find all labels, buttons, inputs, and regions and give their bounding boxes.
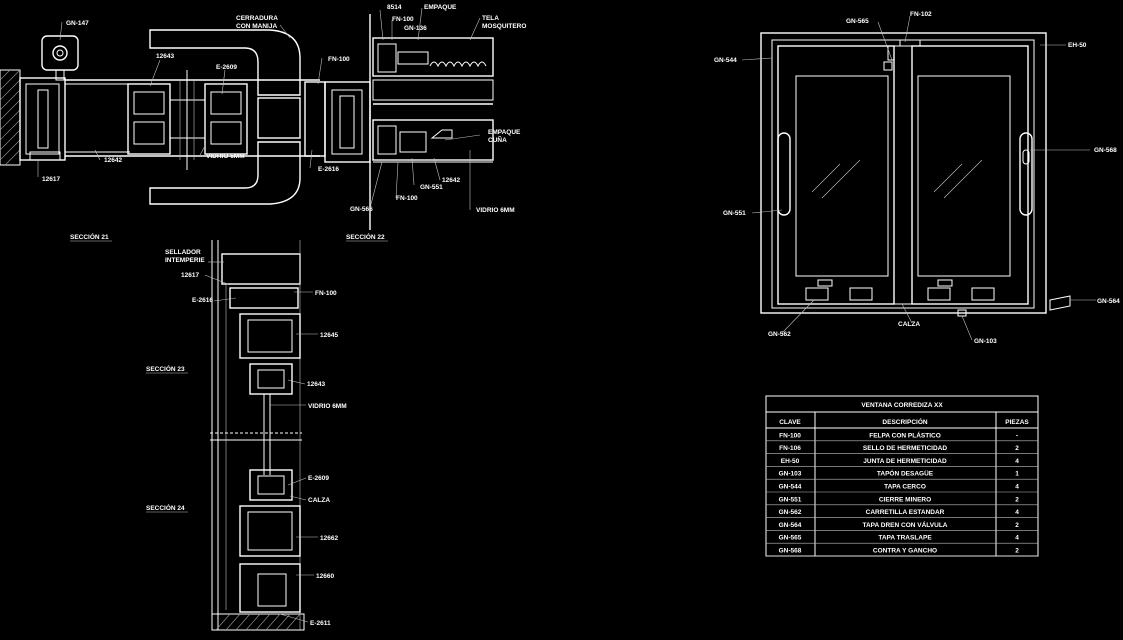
label-seccion22: SECCIÓN 22 (346, 232, 385, 241)
label-e2609-a: E-2609 (216, 64, 237, 71)
section-23-24-drawing (210, 240, 305, 631)
table-cell: TAPÓN DESAGÜE (877, 469, 934, 478)
table-cell: 2 (1015, 522, 1019, 529)
label-gn551-a: GN-551 (420, 184, 443, 191)
table-cell: GN-551 (779, 496, 802, 503)
table-cell: 4 (1015, 484, 1019, 491)
label-gn566-a: GN-566 (350, 206, 373, 213)
table-header-descripcion: DESCRIPCIÓN (882, 417, 927, 426)
table-cell: GN-562 (779, 509, 802, 516)
label-12660: 12660 (316, 573, 334, 580)
label-gn565: GN-565 (846, 18, 869, 25)
label-gn544: GN-544 (714, 57, 737, 64)
table-rows: FN-100 FELPA CON PLÁSTICO - FN-106 SELLO DE … (766, 427, 1038, 557)
label-gn568: GN-568 (1094, 147, 1117, 154)
label-12643-a: 12643 (156, 53, 174, 60)
label-12617-a: 12617 (42, 176, 60, 183)
table-cell: TAPA CERCO (884, 484, 926, 491)
label-12617-b: 12617 (181, 272, 199, 279)
window-elevation (760, 32, 1071, 317)
label-12642-a: 12642 (104, 157, 122, 164)
section-22-drawing (369, 14, 494, 230)
label-gn103: GN-103 (974, 338, 997, 345)
table-cell: 1 (1015, 471, 1019, 478)
label-12662: 12662 (320, 535, 338, 542)
label-seccion24: SECCIÓN 24 (146, 503, 185, 512)
parts-table: VENTANA CORREDIZA XX CLAVE DESCRIPCIÓN P… (765, 395, 1039, 557)
table-cell: 2 (1015, 548, 1019, 555)
label-sellador-2: INTEMPERIE (165, 257, 205, 264)
label-gn147: GN-147 (66, 20, 89, 27)
label-gn551-b: GN-551 (723, 210, 746, 217)
table-cell: 4 (1015, 509, 1019, 516)
table-cell: 2 (1015, 496, 1019, 503)
label-calza-e: CALZA (898, 321, 920, 328)
table-cell: CARRETILLA ESTANDAR (866, 509, 945, 516)
table-cell: EH-50 (781, 458, 800, 465)
label-vidrio-v: VIDRIO 6MM (308, 403, 347, 410)
label-mosquitero: MOSQUITERO (482, 23, 526, 30)
table-cell: 4 (1015, 535, 1019, 542)
table-title: VENTANA CORREDIZA XX (861, 402, 943, 409)
table-cell: FELPA CON PLÁSTICO (869, 430, 941, 439)
table-cell: JUNTA DE HERMETICIDAD (863, 458, 947, 465)
table-cell: GN-568 (779, 548, 802, 555)
label-e2616-a: E-2616 (318, 166, 339, 173)
table-cell: - (1016, 432, 1018, 439)
label-8514: 8514 (387, 4, 402, 11)
table-cell: 2 (1015, 445, 1019, 452)
label-tela: TELA (482, 15, 499, 22)
label-e2609-b: E-2609 (308, 475, 329, 482)
table-cell: FN-106 (779, 445, 801, 452)
table-header-piezas: PIEZAS (1005, 419, 1029, 426)
label-eh50: EH-50 (1068, 42, 1087, 49)
table-cell: SELLO DE HERMETICIDAD (863, 445, 947, 452)
label-seccion23: SECCIÓN 23 (146, 364, 185, 373)
table-cell: TAPA TRASLAPE (878, 535, 932, 542)
label-con-manija: CON MANIJA (236, 23, 277, 30)
label-fn100-low: FN-100 (396, 195, 418, 202)
table-cell: GN-544 (779, 484, 802, 491)
table-cell: CIERRE MINERO (879, 496, 931, 503)
label-vidrio-a: VIDRIO 6MM (206, 153, 245, 160)
label-empaque-cuna-1: EMPAQUE (488, 129, 521, 136)
table-header-clave: CLAVE (779, 419, 801, 426)
label-sellador-1: SELLADOR (165, 249, 201, 256)
label-gn562: GN-562 (768, 331, 791, 338)
label-empaque-cuna-2: CUÑA (488, 135, 507, 144)
label-fn100-top: FN-100 (392, 16, 414, 23)
label-cerradura: CERRADURA (236, 15, 278, 22)
label-12645: 12645 (320, 332, 338, 339)
table-cell: GN-564 (779, 522, 802, 529)
label-calza-v: CALZA (308, 497, 330, 504)
label-seccion21: SECCIÓN 21 (70, 232, 109, 241)
label-12642-b: 12642 (442, 177, 460, 184)
table-cell: 4 (1015, 458, 1019, 465)
label-fn102: FN-102 (910, 11, 932, 18)
label-gn564: GN-564 (1097, 298, 1120, 305)
table-cell: TAPA DREN CON VÁLVULA (863, 520, 948, 529)
table-cell: GN-103 (779, 471, 802, 478)
label-e2616-b: E-2616 (192, 297, 213, 304)
section-21-drawing (0, 29, 371, 205)
label-vidrio-b: VIDRIO 6MM (476, 207, 515, 214)
leader-lines-top (37, 7, 481, 210)
leader-lines-elevation (741, 15, 1096, 341)
table-cell: FN-100 (779, 432, 801, 439)
label-e2611: E-2611 (310, 620, 331, 627)
label-fn100-v: FN-100 (315, 290, 337, 297)
table-cell: GN-565 (779, 535, 802, 542)
label-gn136: GN-136 (404, 25, 427, 32)
label-12643-b: 12643 (307, 381, 325, 388)
annotation-labels: GN-147 CERRADURA CON MANIJA 8514 FN-100 … (42, 4, 1120, 627)
table-cell: CONTRA Y GANCHO (873, 548, 937, 555)
leader-lines-vertical (204, 261, 318, 623)
label-empaque-top: EMPAQUE (424, 4, 457, 11)
label-fn100-mid: FN-100 (328, 56, 350, 63)
